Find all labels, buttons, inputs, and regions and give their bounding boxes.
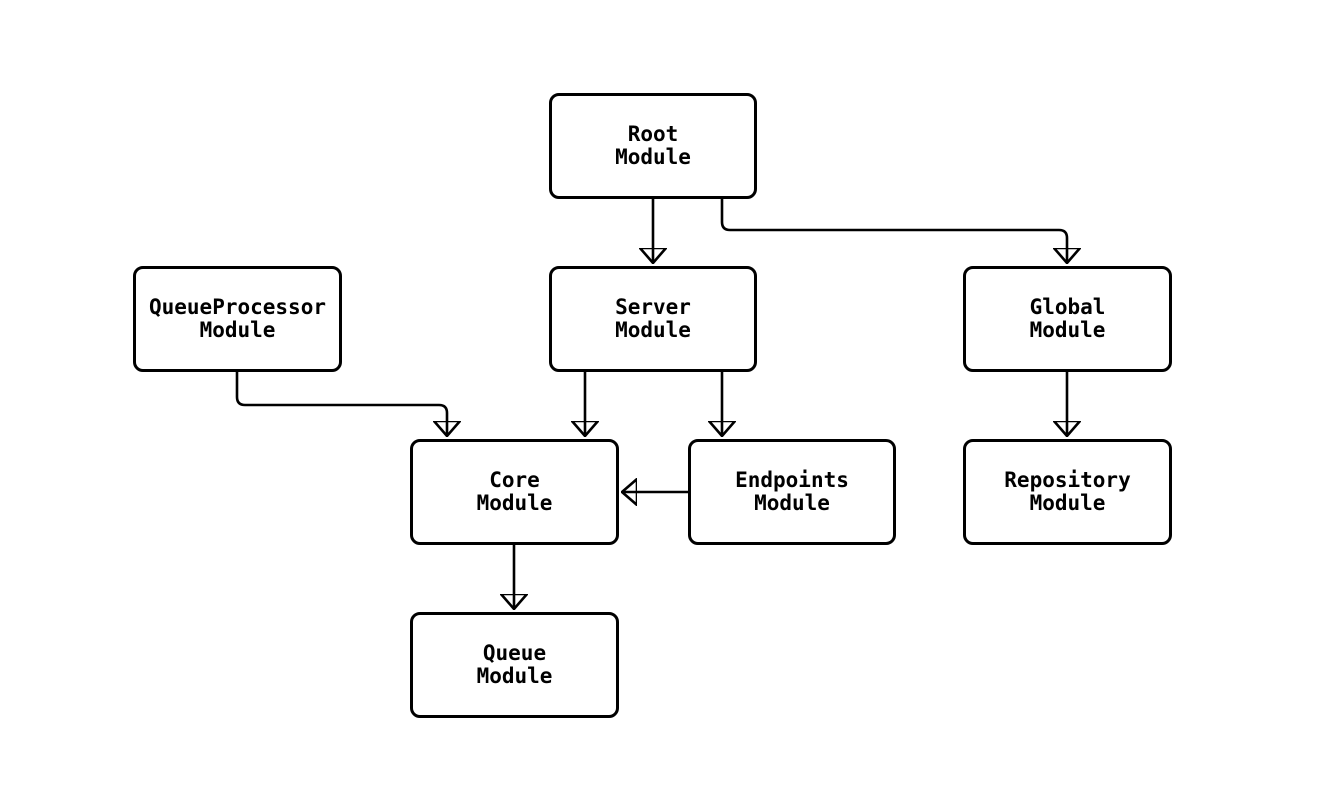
edge-root-to-global — [720, 197, 1067, 262]
node-queue-module: Queue Module — [410, 612, 619, 718]
node-global-module: Global Module — [963, 266, 1172, 372]
edge-queueprocessor-to-core — [235, 370, 447, 435]
node-root-module-label: Root Module — [615, 122, 691, 169]
node-server-module: Server Module — [549, 266, 757, 372]
node-queueprocessor-module: QueueProcessor Module — [133, 266, 342, 372]
node-queueprocessor-module-label: QueueProcessor Module — [148, 295, 326, 342]
node-global-module-label: Global Module — [1029, 295, 1106, 342]
node-core-module-label: Core Module — [476, 468, 553, 515]
node-repository-module: Repository Module — [963, 439, 1172, 545]
node-server-module-label: Server Module — [615, 295, 691, 342]
node-repository-module-label: Repository Module — [1004, 468, 1131, 515]
node-endpoints-module-label: Endpoints Module — [735, 468, 849, 515]
node-queue-module-label: Queue Module — [476, 641, 553, 688]
node-endpoints-module: Endpoints Module — [688, 439, 896, 545]
node-root-module: Root Module — [549, 93, 757, 199]
node-core-module: Core Module — [410, 439, 619, 545]
